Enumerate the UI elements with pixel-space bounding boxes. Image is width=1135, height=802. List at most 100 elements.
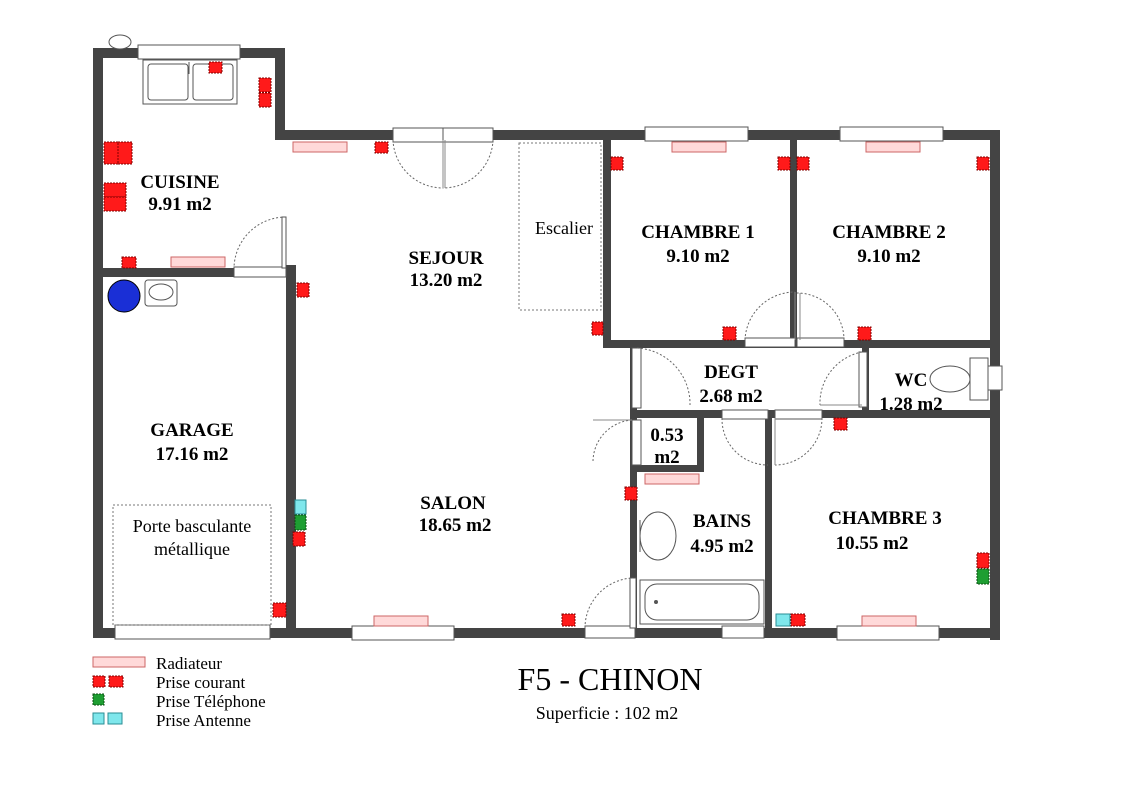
room-area-cuisine: 9.91 m2 [148, 194, 211, 215]
legend-radiator-label: Radiateur [156, 654, 222, 673]
room-area-chambre1: 9.10 m2 [666, 246, 729, 267]
room-name-chambre3: CHAMBRE 3 [828, 508, 941, 529]
legend-phone-label: Prise Téléphone [156, 692, 266, 711]
legend-outlet-swatch [92, 675, 106, 688]
legend: Radiateur Prise courant Prise Téléphone … [92, 654, 266, 730]
radiator-chambre3 [861, 615, 917, 627]
wall-placard-east [697, 415, 704, 472]
wall-garage-living [286, 265, 296, 638]
radiator-chambre1 [671, 141, 727, 153]
door-chambre1 [744, 291, 796, 341]
room-area-placard-line1: 0.53 [650, 425, 683, 446]
room-name-sejour: SEJOUR [409, 248, 484, 269]
room-name-chambre1: CHAMBRE 1 [641, 222, 754, 243]
room-name-chambre2: CHAMBRE 2 [832, 222, 945, 243]
outlet-icon [591, 321, 604, 336]
room-area-placard-line2: m2 [654, 447, 679, 468]
radiator-bains [644, 473, 700, 485]
outlet-icon [117, 141, 133, 165]
room-area-salon: 18.65 m2 [419, 515, 492, 536]
outlet-icon [624, 486, 638, 501]
outlet-icon [790, 613, 806, 627]
window-salon [351, 625, 455, 641]
room-name-bains: BAINS [693, 511, 751, 532]
water-heater-icon [107, 279, 141, 313]
room-area-bains: 4.95 m2 [690, 536, 753, 557]
antenna-socket-icon [294, 499, 307, 515]
plan-subtitle: Superficie : 102 m2 [536, 703, 678, 723]
garage-door-area [112, 504, 272, 626]
plan-title: F5 - CHINON [518, 661, 703, 697]
toilet [929, 365, 971, 393]
window-chambre2 [839, 126, 944, 142]
window-chambre1 [644, 126, 749, 142]
room-area-garage: 17.16 m2 [156, 444, 229, 465]
wall-living-chambre1 [603, 140, 611, 347]
door-placard [592, 419, 633, 463]
window-chambre3 [836, 625, 940, 641]
radiators [170, 141, 921, 627]
staircase [518, 142, 602, 311]
radiator-cuisine [170, 256, 226, 268]
window-wc [987, 365, 1003, 391]
antenna-socket-icon [775, 613, 791, 627]
outlet-icon [610, 156, 624, 171]
outlet-icon [374, 141, 389, 154]
door-degt-left [636, 347, 691, 406]
outlet-icon [561, 613, 576, 627]
outlet-icon [857, 326, 872, 341]
phone-socket-icon [976, 568, 990, 585]
door-chambre3 [774, 417, 823, 466]
legend-antenna-swatch [92, 712, 105, 725]
wall-south [93, 628, 1000, 638]
wall-kitchen-garage [93, 268, 288, 277]
phone-socket-icon [294, 514, 307, 531]
room-area-sejour: 13.20 m2 [410, 270, 483, 291]
label-garage-door-line1: Porte basculante [133, 516, 251, 536]
legend-antenna-label: Prise Antenne [156, 711, 251, 730]
legend-phone-swatch [92, 693, 105, 706]
room-labels: CUISINE 9.91 m2 SEJOUR 13.20 m2 Escalier… [133, 172, 946, 559]
label-garage-door-line2: métallique [154, 539, 230, 559]
room-name-degt: DEGT [704, 362, 758, 383]
outlet-icon [777, 156, 791, 171]
phone-antenna-sockets [294, 499, 990, 627]
outlet-icon [103, 196, 127, 212]
window-cuisine [137, 44, 241, 60]
legend-outlet-swatch [108, 675, 124, 688]
radiator-salon [373, 615, 429, 627]
windows [114, 44, 1003, 641]
bathroom-sink [639, 511, 677, 561]
outlet-icon [296, 282, 310, 298]
outlets [103, 61, 990, 627]
exterior-tap [108, 34, 132, 50]
outlet-icon [976, 156, 990, 171]
door-chambre2 [796, 292, 845, 341]
room-area-wc: 1.28 m2 [879, 394, 942, 415]
label-escalier: Escalier [535, 218, 593, 238]
room-area-degt: 2.68 m2 [699, 386, 762, 407]
wall-west [93, 48, 103, 638]
door-cuisine [233, 216, 287, 269]
outlet-icon [722, 326, 737, 341]
room-area-chambre2: 9.10 m2 [857, 246, 920, 267]
radiator-chambre2 [865, 141, 921, 153]
legend-antenna-swatch [107, 712, 123, 725]
room-area-chambre3: 10.55 m2 [836, 533, 909, 554]
outlet-icon [272, 602, 287, 618]
outlet-icon [796, 156, 810, 171]
window-bains [721, 625, 765, 639]
garage-door-opening [114, 624, 271, 640]
outlet-icon [976, 552, 990, 569]
doors [233, 139, 868, 629]
outlet-icon [103, 141, 119, 165]
door-bains [721, 417, 769, 466]
wall-placard-south [630, 465, 704, 472]
outlet-icon [292, 531, 306, 547]
room-name-wc: WC [895, 370, 928, 391]
outlet-icon [121, 256, 137, 269]
swing-sejour-right [442, 139, 494, 189]
legend-outlet-label: Prise courant [156, 673, 246, 692]
outlet-icon [103, 182, 127, 198]
